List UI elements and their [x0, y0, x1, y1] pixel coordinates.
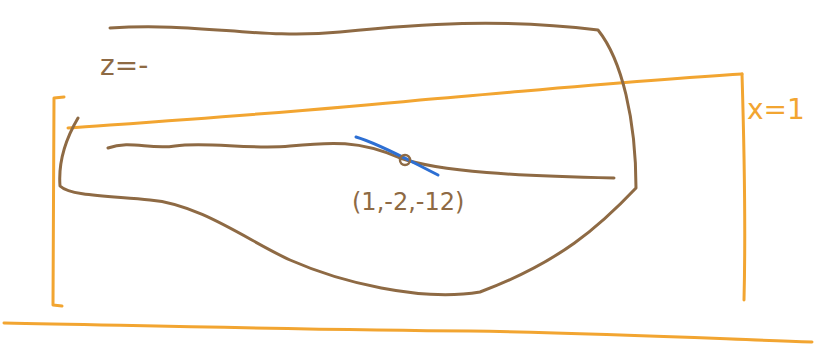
surface-outline: [60, 23, 636, 294]
point-dot: [400, 155, 410, 165]
surface-wavy-line: [108, 143, 614, 178]
plane-left-bracket: [53, 97, 64, 306]
plane-top-edge: [68, 74, 742, 128]
plane-label: x=1: [747, 96, 805, 124]
plane-bottom-edge: [4, 323, 812, 342]
tangent-line: [356, 137, 438, 175]
equation-label: z=-: [100, 52, 148, 80]
plane-right-edge: [742, 74, 745, 300]
point-label: (1,-2,-12): [352, 190, 464, 214]
